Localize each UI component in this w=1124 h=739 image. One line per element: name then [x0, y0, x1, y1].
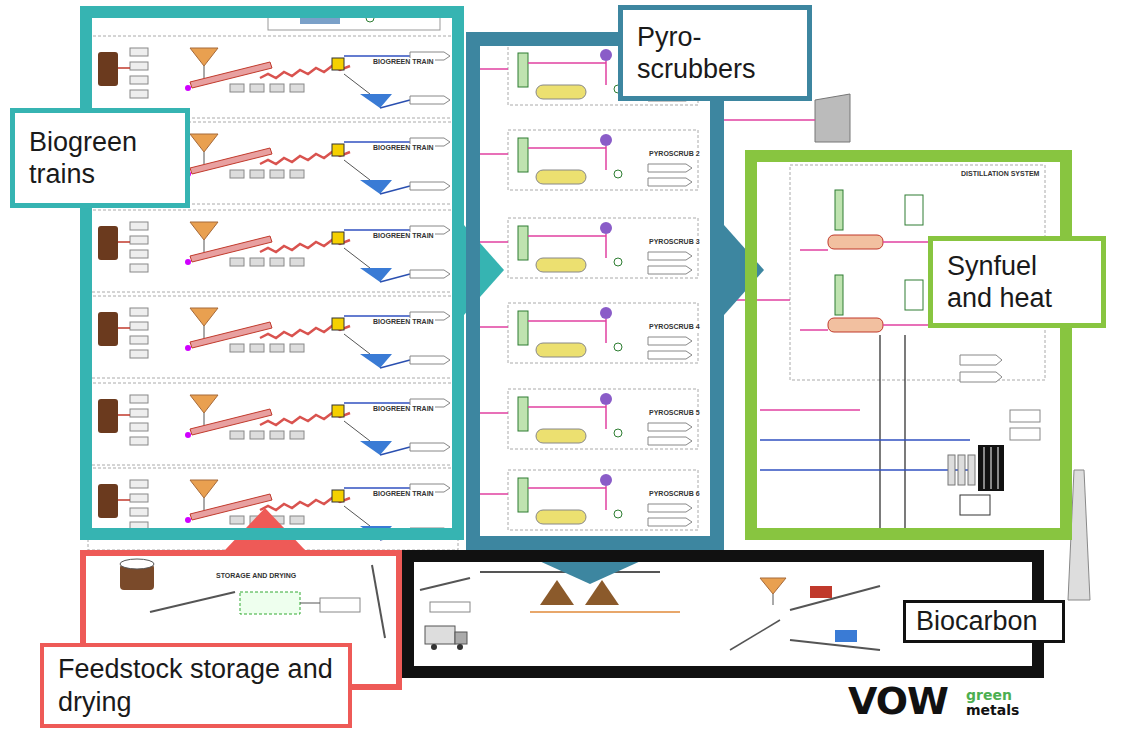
region-label: Biocarbon — [903, 600, 1065, 643]
schematic-label: PYROSCRUB 6 — [648, 490, 701, 498]
schematic-label: PYROSCRUB 2 — [648, 150, 701, 158]
region-title: Pyro-scrubbers — [637, 21, 793, 86]
schematic-label: BIOGREEN TRAIN — [372, 232, 435, 240]
schematic-label: PYROSCRUB 4 — [648, 323, 701, 331]
process-region: Feedstock storage and drying — [80, 550, 402, 690]
process-region: Biogreen trains — [80, 6, 464, 540]
arrow-head — [724, 225, 764, 315]
region-title: Synfuel and heat — [947, 250, 1087, 315]
schematic-label: BIOGREEN TRAIN — [372, 144, 435, 152]
schematic-label: PYROSCRUB 3 — [648, 238, 701, 246]
process-region: Synfuel and heat — [745, 150, 1072, 540]
schematic-label: DISTILLATION SYSTEM — [960, 170, 1040, 178]
schematic-label: BIOGREEN TRAIN — [372, 318, 435, 326]
region-title: Feedstock storage and drying — [58, 653, 334, 718]
schematic-label: STORAGE AND DRYING — [215, 572, 297, 580]
process-region: Pyro-scrubbers — [466, 32, 724, 550]
schematic-label: BIOGREEN TRAIN — [372, 490, 435, 498]
schematic-label: BIOGREEN TRAIN — [372, 58, 435, 66]
flow-chevron — [724, 225, 764, 315]
logo-text: metals — [966, 703, 1019, 717]
region-title: Biocarbon — [916, 605, 1038, 637]
logo-text: VOW — [848, 682, 948, 720]
region-label: Biogreen trains — [10, 108, 190, 208]
region-label: Pyro-scrubbers — [618, 5, 812, 101]
region-label: Synfuel and heat — [928, 236, 1106, 328]
region-label: Feedstock storage and drying — [40, 643, 352, 728]
schematic-label: BIOGREEN TRAIN — [372, 405, 435, 413]
region-title: Biogreen trains — [29, 126, 171, 191]
logo-text: green — [966, 688, 1012, 702]
process-region: Biocarbon — [402, 550, 1044, 678]
schematic-label: PYROSCRUB 5 — [648, 409, 701, 417]
